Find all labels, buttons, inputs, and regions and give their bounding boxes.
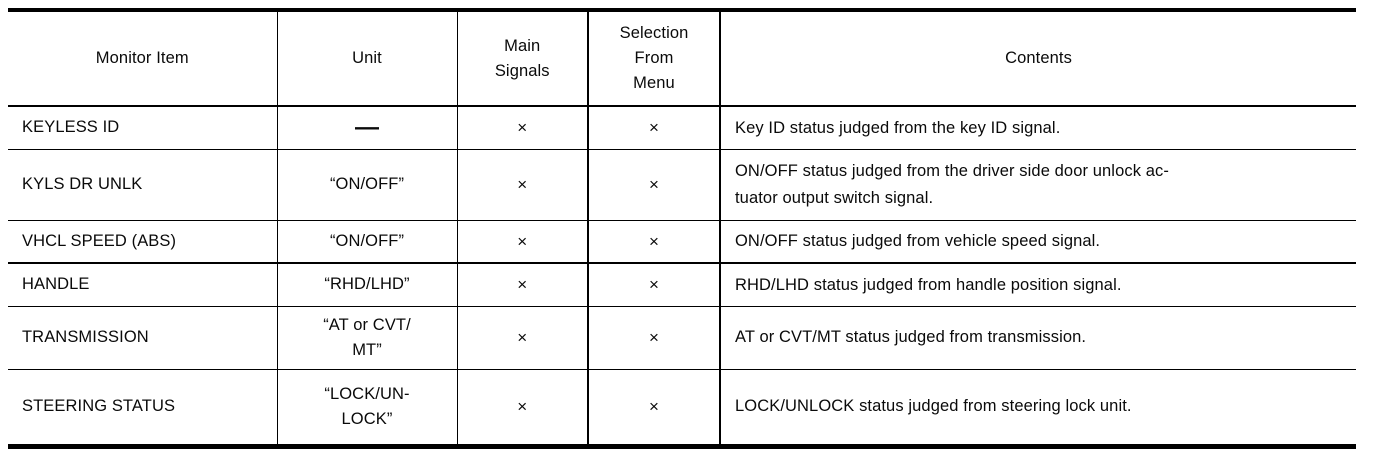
unit-cell: “LOCK/UN- LOCK” [277, 369, 458, 446]
main-signals-mark: × [457, 263, 589, 306]
table-row-vhcl-speed-abs: VHCL SPEED (ABS) “ON/OFF” × × ON/OFF sta… [8, 220, 1356, 263]
monitor-item-cell: KYLS DR UNLK [8, 149, 278, 220]
unit-cell: “ON/OFF” [277, 149, 458, 220]
main-signals-mark: × [457, 149, 589, 220]
contents-cell: ON/OFF status judged from the driver sid… [735, 162, 1169, 207]
col-header-unit: Unit [277, 10, 458, 107]
main-signals-mark: × [457, 106, 589, 149]
monitor-item-cell: HANDLE [8, 263, 278, 306]
header-row: Monitor Item Unit Main Signals Selection… [8, 10, 1356, 107]
monitor-item-cell: STEERING STATUS [8, 369, 278, 446]
monitor-item-cell: VHCL SPEED (ABS) [8, 220, 278, 263]
unit-cell: — [277, 106, 458, 149]
unit-cell: “AT or CVT/ MT” [277, 306, 458, 369]
selection-from-menu-mark: × [588, 306, 721, 369]
contents-cell: ON/OFF status judged from vehicle speed … [735, 232, 1101, 251]
selection-from-menu-mark: × [588, 220, 721, 263]
table-header: Monitor Item Unit Main Signals Selection… [8, 10, 1356, 107]
table-row-steering-status: STEERING STATUS “LOCK/UN- LOCK” × × LOCK… [8, 369, 1356, 446]
contents-cell: RHD/LHD status judged from handle positi… [735, 275, 1122, 294]
selection-from-menu-mark: × [588, 149, 721, 220]
table-body: KEYLESS ID — × × Key ID status judged fr… [8, 106, 1356, 446]
unit-cell: “ON/OFF” [277, 220, 458, 263]
col-header-monitor-item: Monitor Item [8, 10, 278, 107]
contents-cell: LOCK/UNLOCK status judged from steering … [735, 397, 1132, 416]
contents-cell: Key ID status judged from the key ID sig… [735, 118, 1061, 137]
col-header-main-signals: Main Signals [457, 10, 589, 107]
monitor-item-cell: KEYLESS ID [8, 106, 278, 149]
col-header-selection-from-menu: Selection From Menu [588, 10, 721, 107]
table-row-keyless-id: KEYLESS ID — × × Key ID status judged fr… [8, 106, 1356, 149]
main-signals-mark: × [457, 369, 589, 446]
main-signals-mark: × [457, 306, 589, 369]
monitor-item-cell: TRANSMISSION [8, 306, 278, 369]
col-header-contents: Contents [720, 10, 1356, 107]
main-signals-mark: × [457, 220, 589, 263]
selection-from-menu-mark: × [588, 263, 721, 306]
table-row-kyls-dr-unlk: KYLS DR UNLK “ON/OFF” × × ON/OFF status … [8, 149, 1356, 220]
unit-cell: “RHD/LHD” [277, 263, 458, 306]
selection-from-menu-mark: × [588, 106, 721, 149]
selection-from-menu-mark: × [588, 369, 721, 446]
monitor-item-table: Monitor Item Unit Main Signals Selection… [8, 8, 1356, 449]
contents-cell: AT or CVT/MT status judged from transmis… [735, 328, 1087, 347]
table-row-handle: HANDLE “RHD/LHD” × × RHD/LHD status judg… [8, 263, 1356, 306]
table-row-transmission: TRANSMISSION “AT or CVT/ MT” × × AT or C… [8, 306, 1356, 369]
